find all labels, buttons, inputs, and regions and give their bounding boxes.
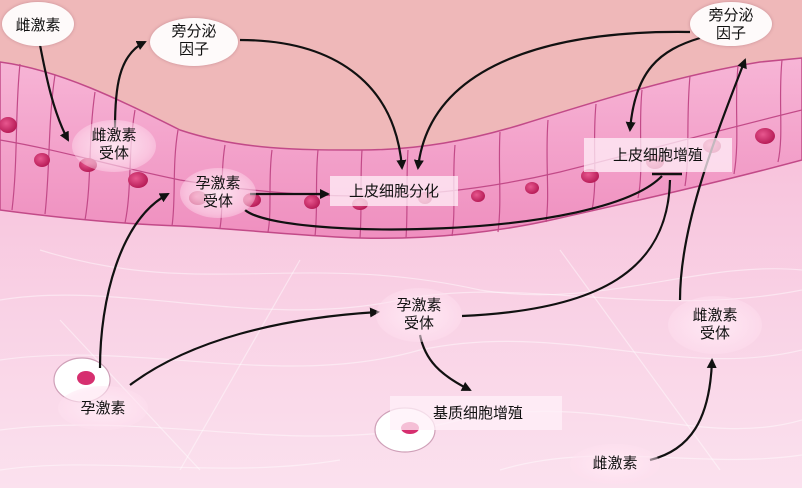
estrogen-receptor-epithelium-label: 雌激素 受体 [78,126,150,162]
progesterone-receptor-stroma-label: 孕激素 受体 [382,296,456,332]
er-stroma-line1: 雌激素 [676,306,754,324]
paracrine-factor-left-label: 旁分泌 因子 [156,22,232,58]
pr-stroma-line1: 孕激素 [382,296,456,314]
estrogen-bottom-right-label: 雌激素 [578,454,652,472]
pr-stroma-line2: 受体 [382,314,456,332]
paracrine-right-line2: 因子 [694,24,768,42]
pr-epithelium-line2: 受体 [184,192,252,210]
er-stroma-line2: 受体 [676,324,754,342]
epithelial-differentiation-label: 上皮细胞分化 [334,182,454,200]
er-epithelium-line1: 雌激素 [78,126,150,144]
paracrine-left-line2: 因子 [156,40,232,58]
pr-epithelium-line1: 孕激素 [184,174,252,192]
paracrine-right-line1: 旁分泌 [694,6,768,24]
estrogen-top-left-label: 雌激素 [8,16,68,34]
progesterone-bottom-left-label: 孕激素 [66,399,140,417]
er-epithelium-line2: 受体 [78,144,150,162]
progesterone-receptor-epithelium-label: 孕激素 受体 [184,174,252,210]
epithelial-proliferation-label: 上皮细胞增殖 [588,146,728,164]
paracrine-left-line1: 旁分泌 [156,22,232,40]
paracrine-factor-right-label: 旁分泌 因子 [694,6,768,42]
estrogen-receptor-stroma-label: 雌激素 受体 [676,306,754,342]
stromal-proliferation-label: 基质细胞增殖 [400,404,556,422]
